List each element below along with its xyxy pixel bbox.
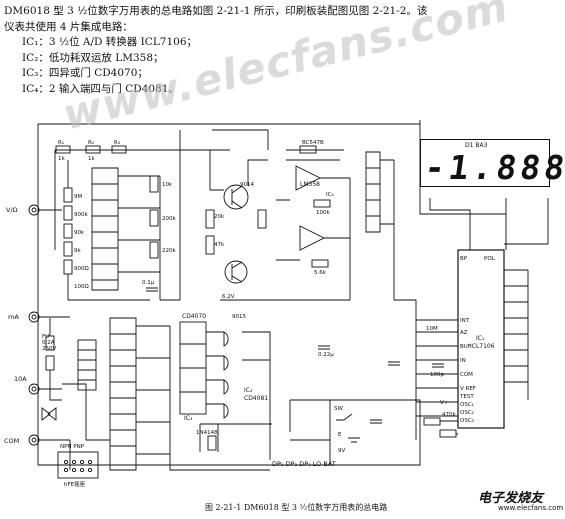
value-100p: 100p (430, 372, 444, 378)
value-47k: 20k (214, 214, 225, 220)
intro-line-2: 仪表共使用 4 片集成电路： (4, 20, 133, 33)
lcd-display: D1 BA3 -1.888 (420, 139, 565, 187)
site-logo: 电子发烧友 www.elecfans.com (478, 487, 563, 512)
value-1n4148: 1N4148 (196, 430, 218, 436)
ma-jack (28, 311, 40, 323)
label-com: COM (4, 437, 19, 445)
vohm-jack (28, 204, 40, 216)
value-1k-a: 1k (58, 156, 65, 162)
label-sw: SW (334, 406, 343, 412)
label-ic2: IC₂ (326, 192, 334, 198)
label-hfe: hFE插座 (64, 480, 86, 488)
chip-ic4: IC₄：2 输入端四与门 CD4081。 (22, 82, 179, 95)
label-vohm: V/Ω (6, 206, 18, 214)
value-1k-b: 1k (88, 156, 95, 162)
label-cd4070: CD4070 (182, 313, 206, 320)
intro-line-1: DM6018 型 3 ½位数字万用表的总电路如图 2-21-1 所示，印刷板装配… (4, 5, 428, 17)
label-lm358: LM358 (300, 181, 320, 188)
10a-jack (28, 383, 40, 395)
value-9m: 9M (74, 194, 82, 200)
label-flags: DP₁ DP₂ DP₃ LO BAT (272, 460, 336, 468)
value-900ohm: 900Ω (74, 266, 89, 272)
pin-az: AZ (460, 330, 468, 336)
label-r3: R₃ (114, 140, 120, 146)
pin-in: IN (460, 358, 466, 364)
pin-v: V+ (440, 400, 449, 406)
value-9k: 9k (74, 248, 81, 254)
pin-com: COM (460, 372, 473, 378)
value-5k6: 100k (316, 210, 330, 216)
value-90k: 90k (74, 230, 85, 236)
value-bc547b: 6.2V (222, 294, 235, 300)
label-10a: 10A (14, 375, 27, 383)
com-jack (28, 434, 40, 446)
chip-ic1: IC₁：3 ½位 A/D 转换器 ICL7106； (22, 36, 198, 48)
pin-buf: BUF (460, 344, 471, 350)
label-e-volt: 9V (338, 448, 345, 454)
label-cd4081: CD4081 (244, 395, 268, 402)
label-e: E (338, 432, 342, 438)
label-fu: FU (42, 334, 49, 340)
ic1-box (457, 249, 505, 429)
label-ma: mA (8, 313, 19, 321)
value-200k: 200k (162, 216, 176, 222)
value-100k: 47k (214, 242, 225, 248)
pin-osc1: OSC₁ (460, 402, 474, 408)
pin-ref: V REF (460, 386, 476, 392)
pin-test: TEST (459, 394, 474, 400)
label-fu-v: 250V (42, 346, 56, 352)
value-220k: 220k (162, 248, 176, 254)
value-6v2: 9015 (232, 314, 246, 320)
pin-osc3: OSC₃ (460, 418, 474, 424)
label-r2: R₂ (88, 140, 94, 146)
label-npn-pnp: NPN PNP (60, 444, 85, 450)
label-ic4: IC₄ (244, 387, 253, 394)
label-ic3: IC₃ (184, 415, 193, 422)
chip-ic3: IC₃：四异或门 CD4070； (22, 67, 148, 79)
pin-osc2: OSC₂ (460, 410, 474, 416)
value-cap-022: 0.22μ (318, 352, 334, 358)
label-fu-rating: 0.2A (42, 340, 55, 346)
pin-int: INT (460, 318, 470, 324)
chip-ic2: IC₂：低功耗双运放 LM358； (22, 51, 164, 64)
value-470k: 470k (442, 412, 456, 418)
pin-bp: BP (460, 256, 468, 262)
value-10k: 10k (162, 182, 173, 188)
intro-text: DM6018 型 3 ½位数字万用表的总电路如图 2-21-1 所示，印刷板装配… (4, 4, 561, 97)
value-900k: 900k (74, 212, 88, 218)
lcd-digits: -1.888 (422, 148, 565, 187)
logo-name: 电子发烧友 (478, 491, 544, 506)
value-10m: 10M (426, 326, 438, 332)
pin-pol: POL (484, 256, 496, 262)
value-100ohm: 100Ω (74, 284, 89, 290)
value-20k: BC547B (302, 140, 324, 146)
logo-url: www.elecfans.com (498, 504, 564, 512)
value-9014: 9014 (240, 182, 254, 188)
lcd-label: D1 BA3 (465, 142, 488, 149)
value-2m2: 5.6k (314, 270, 327, 276)
label-ic1-part: ICL7106 (470, 343, 495, 350)
value-cap-01: 0.1μ (142, 280, 155, 286)
label-ic1: IC₁ (476, 335, 485, 342)
label-r1: R₁ (58, 140, 64, 146)
figure-caption: 图 2-21-1 DM6018 型 3 ½位数字万用表的总电路 (205, 503, 388, 512)
